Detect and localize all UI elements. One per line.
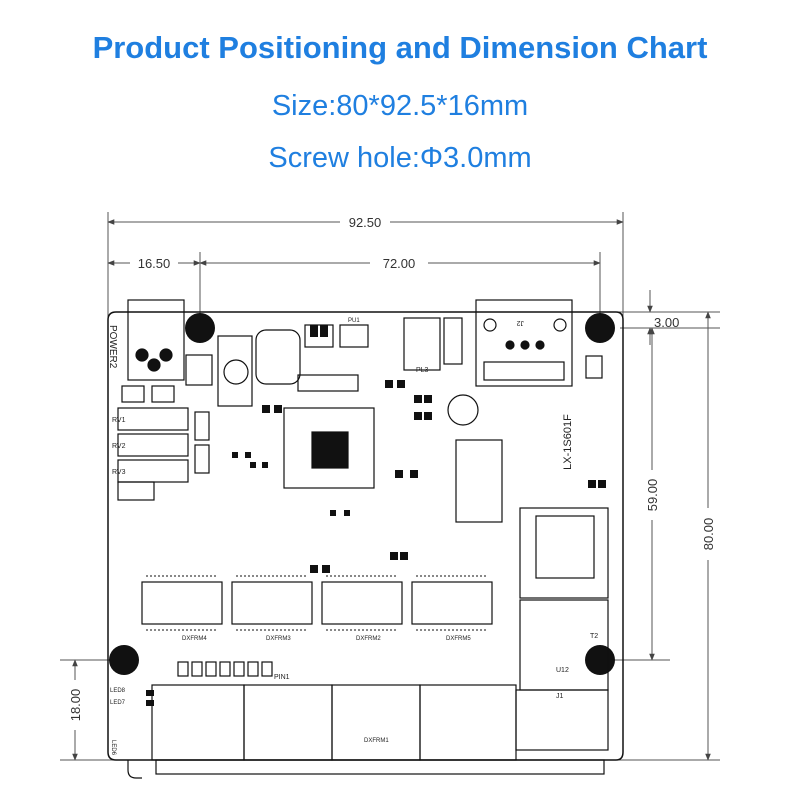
varistor-rv1 (117, 407, 189, 431)
label-dxfrm2: DXFRM2 (356, 636, 381, 642)
capacitor-c4 (255, 329, 301, 385)
dim-total-height: 80.00 (701, 518, 716, 551)
mounting-hole (185, 313, 215, 343)
label-dxfrm1: DXFRM1 (364, 738, 389, 744)
u12 (519, 599, 609, 691)
label-pin1: PIN1 (274, 674, 290, 681)
label-t2: T2 (590, 633, 598, 640)
connector-j2 (475, 299, 573, 387)
dim-port-height: 18.00 (68, 689, 83, 722)
transformer-dxfrm3 (231, 581, 313, 625)
mounting-holes (109, 313, 615, 675)
label-j1: J1 (556, 693, 564, 700)
dim-total-width: 92.50 (349, 215, 382, 230)
smd-components (146, 325, 606, 706)
mounting-hole (585, 313, 615, 343)
rj45-port (419, 684, 517, 761)
main-chip (283, 407, 375, 489)
dimension-lines (60, 212, 720, 761)
label-rv1: RV1 (112, 417, 126, 424)
label-led8: LED8 (110, 688, 126, 694)
power-jack (127, 299, 185, 381)
varistor-rv3 (117, 459, 189, 483)
label-u12: U12 (556, 667, 569, 674)
sfp-cage (519, 507, 609, 599)
mounting-hole (109, 645, 139, 675)
label-dxfrm5: DXFRM5 (446, 636, 471, 642)
screw-hole-caption: Screw hole:Φ3.0mm (268, 142, 532, 174)
label-rv2: RV2 (112, 443, 126, 450)
chip-tc1 (455, 439, 503, 523)
transformer-dxfrm2 (321, 581, 403, 625)
label-led6: LED6 (110, 740, 116, 756)
rj45-port (243, 684, 333, 761)
label-pu1: PU1 (348, 318, 360, 324)
pl3 (403, 317, 441, 371)
chart-title: Product Positioning and Dimension Chart (92, 30, 708, 65)
size-caption: Size:80*92.5*16mm (271, 90, 529, 122)
dim-hole-span: 72.00 (383, 256, 416, 271)
pu1 (339, 324, 369, 348)
dim-vertical-span: 59.00 (645, 479, 660, 512)
label-pl3: PL3 (416, 367, 429, 374)
diode (117, 481, 155, 501)
rj45-port (331, 684, 421, 761)
label-model: LX-1S601F (562, 414, 574, 470)
mounting-hole (585, 645, 615, 675)
dim-top-offset: 3.00 (654, 315, 679, 330)
label-dxfrm3: DXFRM3 (266, 636, 291, 642)
inductor-l2 (217, 335, 253, 407)
label-power: POWER2 (107, 325, 118, 369)
label-led7: LED7 (110, 700, 126, 706)
rj45-port (151, 684, 245, 761)
dim-left-offset: 16.50 (138, 256, 171, 271)
transformer-dxfrm5 (411, 581, 493, 625)
label-rv3: RV3 (112, 469, 126, 476)
pcb-outline (107, 311, 624, 761)
label-dxfrm4: DXFRM4 (182, 636, 207, 642)
transformer-dxfrm4 (141, 581, 223, 625)
pin-header (177, 661, 273, 677)
varistor-rv2 (117, 433, 189, 457)
label-j2: J2 (517, 319, 525, 326)
port-housing (155, 759, 605, 775)
